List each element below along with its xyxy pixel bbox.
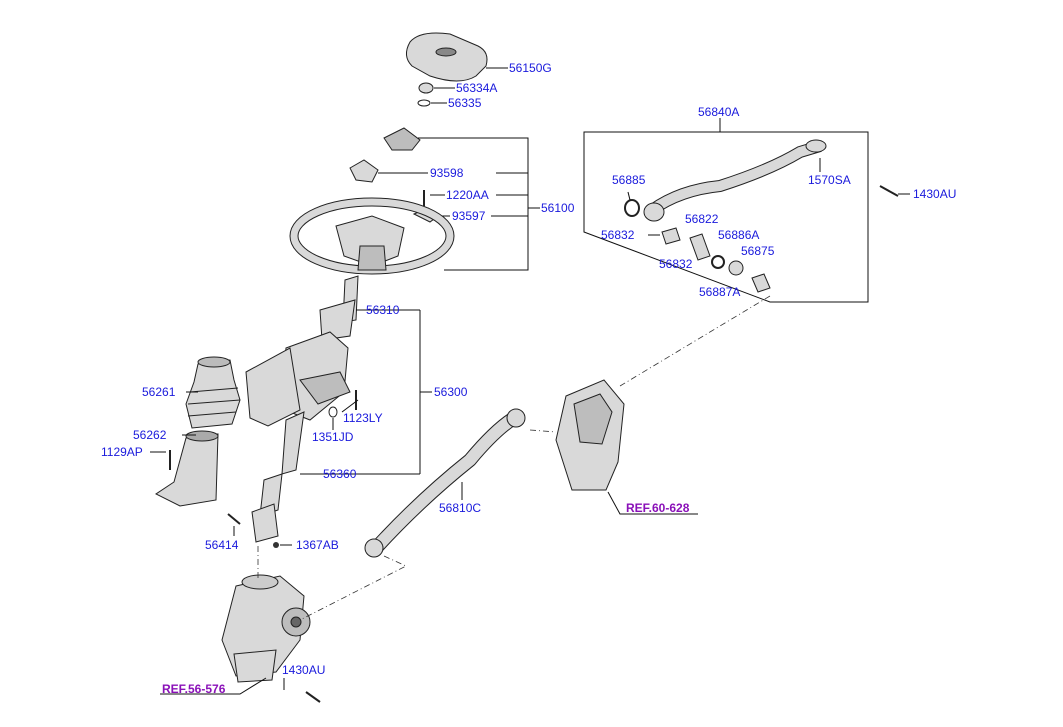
label-56262: 56262 xyxy=(133,428,167,442)
label-56885: 56885 xyxy=(612,173,646,187)
nut-1367ab-part xyxy=(273,542,279,548)
label-56875: 56875 xyxy=(741,244,775,258)
bushing-56832-part xyxy=(661,227,681,245)
bolt-56414-part xyxy=(227,513,241,525)
label-56887a: 56887A xyxy=(699,285,741,299)
label-93598: 93598 xyxy=(430,166,464,180)
label-1351jd: 1351JD xyxy=(312,430,354,444)
label-56360: 56360 xyxy=(323,467,357,481)
washer-56887a-part xyxy=(711,255,725,269)
nut-56334a-part xyxy=(418,82,434,94)
cotter-pin-right-part xyxy=(879,185,899,197)
cotter-pin-bottom-part xyxy=(305,691,321,703)
label-56886a: 56886A xyxy=(718,228,760,242)
label-93597: 93597 xyxy=(452,209,486,223)
label-56150g: 56150G xyxy=(509,61,552,75)
horn-contact-plate-part xyxy=(383,127,421,151)
cover-56262-part xyxy=(155,430,219,507)
reference-link-56-576[interactable]: REF.56-576 xyxy=(162,682,226,696)
stud-56822-part xyxy=(689,233,711,261)
washer-56886a-part xyxy=(728,260,744,276)
universal-joint-part xyxy=(251,503,279,543)
drag-link-part xyxy=(364,408,526,558)
label-1129ap: 1129AP xyxy=(101,445,143,459)
label-56261: 56261 xyxy=(142,385,176,399)
steering-wheel-part xyxy=(289,197,455,275)
label-1430au-right: 1430AU xyxy=(913,187,957,201)
label-56300: 56300 xyxy=(434,385,468,399)
knuckle-part xyxy=(555,379,625,491)
label-56334a: 56334A xyxy=(456,81,498,95)
ring-56885-part xyxy=(624,199,640,217)
washer-56335-part xyxy=(417,99,431,107)
tie-rod-part xyxy=(643,139,827,222)
label-1430au-bottom: 1430AU xyxy=(282,663,326,677)
clip-1351jd-part xyxy=(328,406,338,418)
label-56840a: 56840A xyxy=(698,105,740,119)
reference-link-60-628[interactable]: REF.60-628 xyxy=(626,501,690,515)
horn-switch-93598-part xyxy=(349,159,379,183)
nut-56875-part xyxy=(751,273,771,293)
label-56310: 56310 xyxy=(366,303,400,317)
steering-column-part xyxy=(245,299,356,517)
horn-pad-part xyxy=(406,32,488,82)
label-56810c: 56810C xyxy=(439,501,482,515)
label-56832-left: 56832 xyxy=(601,228,635,242)
label-1367ab: 1367AB xyxy=(296,538,339,552)
label-56414: 56414 xyxy=(205,538,239,552)
label-1123ly: 1123LY xyxy=(343,411,383,425)
label-1570sa: 1570SA xyxy=(808,173,851,187)
label-56832-bottom: 56832 xyxy=(659,257,693,271)
label-56335: 56335 xyxy=(448,96,482,110)
boot-56261-part xyxy=(185,356,241,429)
label-1220aa: 1220AA xyxy=(446,188,489,202)
steering-gear-box-part xyxy=(221,574,311,683)
label-56822: 56822 xyxy=(685,212,719,226)
label-56100: 56100 xyxy=(541,201,575,215)
